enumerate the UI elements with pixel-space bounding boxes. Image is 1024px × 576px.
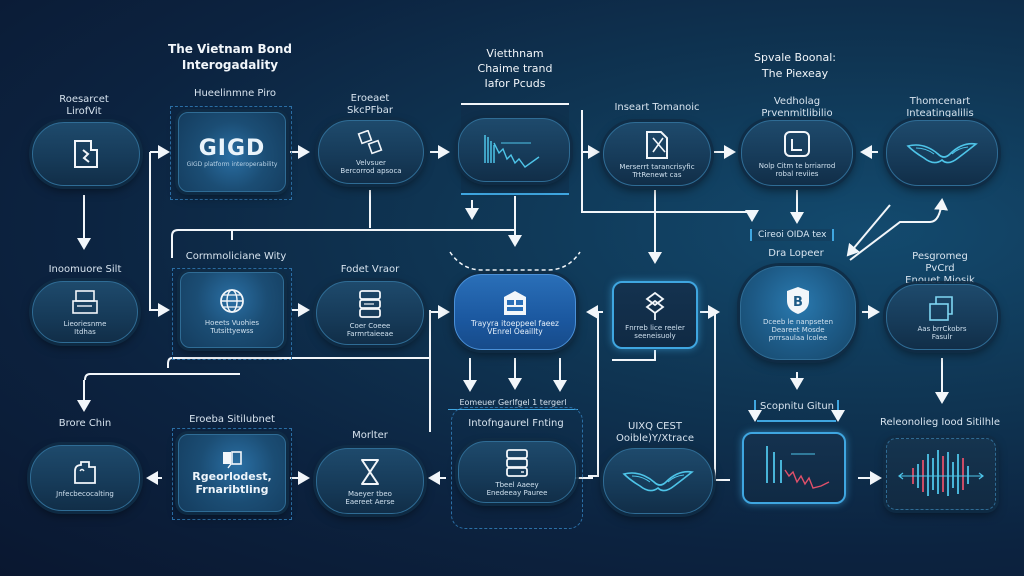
connector (149, 152, 170, 317)
server-icon (506, 448, 528, 477)
flag-icon (223, 451, 242, 469)
cross-chain-node[interactable] (603, 448, 713, 514)
node-label: Pesgromeg PvCrd Enouet Miosik (905, 251, 975, 286)
node-caption: Trayyra itoeppeel faeez VEnrel Oeaillty (471, 318, 559, 336)
infrastructure-node[interactable]: Lieoriesnme Itdhas (32, 281, 138, 343)
group-frame (172, 268, 292, 360)
asset-node[interactable]: Velvsuer Bercorrod apsoca (318, 120, 424, 184)
gigd-node[interactable]: GIGD GIGD platform interoperability (178, 112, 286, 192)
wings-icon (906, 142, 978, 164)
node-caption: Tbeel Aaeey Enedeeay Pauree (486, 480, 548, 497)
diagram-title-center: Vietthnam Chaime trand Iafor Pcuds (477, 47, 553, 90)
node-label: Eroeba Sitilubnet (189, 414, 275, 425)
group-frame (172, 428, 292, 520)
research-node[interactable] (32, 122, 140, 186)
node-caption: Velvsuer Bercorrod apsoca (340, 158, 402, 175)
diagram-title-main: The Vietnam Bond Interogadality (168, 42, 292, 72)
node-label: Inoomuore Silt (48, 264, 122, 275)
bag-icon (74, 460, 96, 484)
shield-icon: B (787, 286, 809, 314)
globe-icon (220, 288, 244, 313)
documents-icon (357, 129, 383, 154)
node-caption: Coer Coeee Farmrtaieeae (346, 321, 394, 338)
waveform-icon (898, 450, 984, 496)
connector (84, 373, 170, 381)
federated-node[interactable]: Coer Coeee Farmrtaieeae (316, 281, 424, 345)
market-node[interactable]: Maeyer tbeo Eaereet Aerse (316, 448, 424, 514)
interoperability-hub-node[interactable]: Trayyra itoeppeel faeez VEnrel Oeaillty (454, 274, 576, 350)
node-caption: Fnrreb lice reeler seeneisuoly (625, 323, 685, 340)
node-label: Cormmoliciane Wity (185, 251, 287, 262)
insert-node[interactable]: Merserrt tarancrisyfic TrtRenewt cas (603, 122, 711, 186)
node-label: Roesarcet LirofVit (59, 94, 109, 117)
node-label: Thomcenart Inteatingalilis (906, 96, 974, 119)
node-label: Releonolieg Iood Sitilhle (880, 417, 1000, 428)
node-caption: Merserrt tarancrisyfic TrtRenewt cas (619, 162, 695, 179)
diagram-title-right: Spvale Boonal: The Piexeay (753, 51, 837, 80)
square-frame-icon (784, 130, 810, 157)
connector (449, 251, 581, 271)
node-label: Morlter (352, 430, 388, 441)
gigd-logo: GIGD (198, 136, 266, 161)
node-label: Scopnitu Gitun (760, 401, 834, 412)
connector (429, 305, 450, 320)
chart-node[interactable] (458, 118, 570, 182)
bar-line-chart-icon (766, 446, 830, 489)
svg-text:B: B (793, 295, 803, 310)
blockchain-icon (645, 291, 665, 320)
bond-settlement-node[interactable]: Rgeorlodest, Frnaribtling (178, 434, 286, 512)
node-label: Intofngaurel Fnting (468, 418, 564, 429)
node-label: Vedholag Prvenmitlibilio (761, 96, 833, 119)
node-caption: Aas brrCkobrs Fasulr (917, 324, 967, 341)
data-layer-node[interactable]: B Dceeb le nanpseten Deareet Mosde prrrs… (740, 266, 856, 360)
monitor-icon (72, 289, 98, 314)
verification-node[interactable]: Nolp Citm te brriarrod robal reviies (741, 120, 853, 186)
node-caption: Dceeb le nanpseten Deareet Mosde prrrsau… (762, 317, 834, 342)
integration-node[interactable] (886, 120, 998, 186)
connector (714, 312, 730, 481)
document-icon (74, 140, 98, 168)
node-caption: Lieoriesnme Itdhas (63, 319, 107, 336)
node-label: Fodet Vraor (340, 264, 400, 275)
bracket-annotation: Eomeuer Gerlfgel 1 tergerl (448, 397, 578, 410)
connector (846, 204, 891, 257)
group-frame (451, 407, 583, 529)
node-caption: Nolp Citm te brriarrod robal reviies (758, 161, 836, 178)
connector (588, 312, 599, 477)
node-label: Inseart Tomanoic (614, 102, 700, 113)
infrastructure-funding-node[interactable]: Tbeel Aaeey Enedeeay Pauree (458, 441, 576, 503)
group-frame (170, 106, 292, 200)
node-caption: Maeyer tbeo Eaereet Aerse (345, 489, 395, 506)
server-icon (359, 289, 381, 318)
cid-badge: Cireoi OIDA tex (750, 229, 835, 241)
security-chart-node[interactable] (742, 432, 846, 504)
line-chart-icon (484, 135, 540, 168)
edit-document-icon (646, 130, 668, 159)
node-label: UIXQ CEST Ooible)Y/Xtrace (615, 421, 695, 444)
blockchain-node[interactable]: Fnrreb lice reeler seeneisuoly (612, 281, 698, 349)
node-caption: Jnfecbecocalting (56, 489, 114, 498)
building-icon (504, 290, 526, 315)
node-label: Hueelinmne Piro (193, 88, 277, 99)
node-caption: Rgeorlodest, Frnaribtling (192, 470, 272, 496)
reporting-node[interactable]: Aas brrCkobrs Fasulr (886, 284, 998, 350)
node-caption: Hoeets Vuohies Tutsittyewss (204, 318, 260, 335)
node-label: Eroeaet SkcPFbar (346, 93, 393, 116)
store-chain-node[interactable]: Jnfecbecocalting (30, 445, 140, 511)
waveform-node[interactable] (886, 438, 996, 510)
wings-icon (622, 470, 694, 492)
connector (612, 350, 656, 361)
node-label: Dra Lopeer (768, 248, 824, 259)
tablet-icon (929, 295, 953, 321)
node-label: Brore Chin (58, 418, 112, 429)
commodities-node[interactable]: Hoeets Vuohies Tutsittyewss (180, 272, 284, 348)
gigd-subtitle: GIGD platform interoperability (186, 161, 278, 168)
hourglass-icon (361, 458, 379, 485)
